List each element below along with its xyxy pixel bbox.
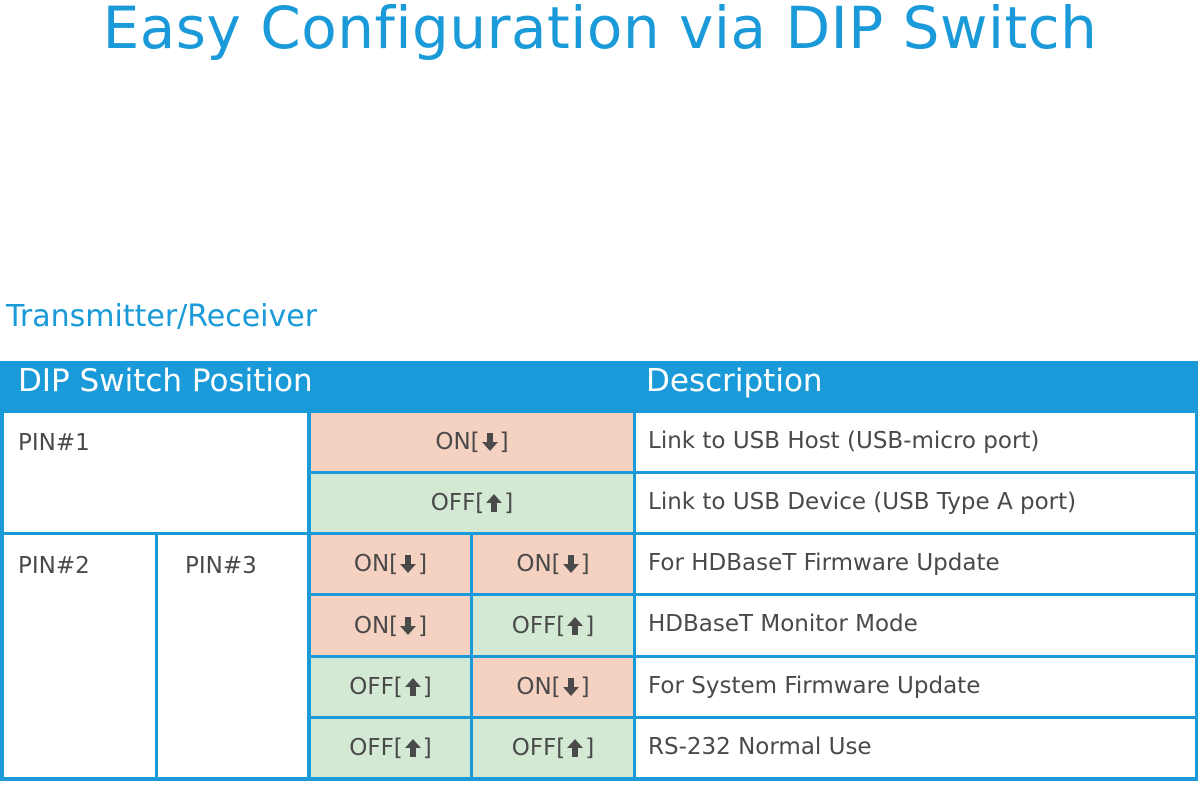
switch-state-label: OFF	[349, 735, 394, 761]
description-text: HDBaseT Monitor Mode	[648, 611, 918, 637]
description-text: RS-232 Normal Use	[648, 734, 872, 760]
switch-state: ON[]	[516, 551, 590, 577]
switch-state-label: ON	[516, 674, 552, 700]
up-arrow-icon	[567, 739, 584, 757]
pin1-off-cell: OFF[]	[311, 474, 633, 532]
up-arrow-icon	[404, 678, 421, 696]
pin2-label-cell: PIN#2	[4, 535, 155, 777]
desc-cell: For System Firmware Update	[636, 658, 1195, 716]
switch-state-label: OFF	[511, 612, 557, 639]
description-text: Link to USB Host (USB-micro port)	[648, 428, 1040, 454]
pin3-state-cell: OFF[]	[473, 596, 633, 655]
description-text: Link to USB Device (USB Type A port)	[648, 489, 1077, 515]
switch-state-label: ON	[353, 612, 390, 639]
section-subtitle: Transmitter/Receiver	[6, 299, 318, 334]
pin2-label: PIN#2	[18, 553, 90, 579]
pin1-label-cell: PIN#1	[4, 413, 307, 532]
page-title: Easy Configuration via DIP Switch	[102, 0, 1098, 62]
desc-cell: HDBaseT Monitor Mode	[636, 596, 1195, 655]
up-arrow-icon	[486, 494, 503, 512]
pin2-state-cell: OFF[]	[311, 719, 470, 777]
pin1-label: PIN#1	[18, 430, 90, 456]
switch-state: OFF[]	[511, 735, 595, 761]
pin1-on-cell: ON[]	[311, 413, 633, 471]
pin1-on-state: ON[]	[435, 429, 509, 455]
switch-state-label: ON	[516, 551, 552, 577]
switch-state-label: OFF	[349, 674, 394, 700]
switch-state: OFF[]	[511, 612, 595, 639]
pin2-state-cell: ON[]	[311, 596, 470, 655]
desc-cell-2: Link to USB Device (USB Type A port)	[636, 474, 1195, 532]
down-arrow-icon	[481, 433, 498, 451]
description-text: For HDBaseT Firmware Update	[648, 550, 1000, 576]
dip-switch-table: DIP Switch Position Description PIN#1 ON…	[0, 361, 1198, 781]
pin3-label-cell: PIN#3	[158, 535, 307, 777]
desc-cell: RS-232 Normal Use	[636, 719, 1195, 777]
pin2-state-cell: ON[]	[311, 535, 470, 593]
down-arrow-icon	[400, 616, 417, 635]
down-arrow-icon	[562, 678, 579, 696]
down-arrow-icon	[400, 555, 417, 573]
pin1-off-state: OFF[]	[430, 490, 514, 516]
desc-cell-1: Link to USB Host (USB-micro port)	[636, 413, 1195, 471]
pin3-state-cell: OFF[]	[473, 719, 633, 777]
up-arrow-icon	[404, 739, 421, 757]
up-arrow-icon	[567, 616, 584, 635]
switch-state: OFF[]	[349, 735, 432, 761]
description-text: For System Firmware Update	[648, 673, 981, 699]
down-arrow-icon	[562, 555, 579, 573]
switch-state-label: ON	[353, 551, 390, 577]
pin3-state-cell: ON[]	[473, 658, 633, 716]
pin2-state-cell: OFF[]	[311, 658, 470, 716]
switch-state: ON[]	[353, 612, 428, 639]
desc-cell: For HDBaseT Firmware Update	[636, 535, 1195, 593]
switch-state-label: OFF	[511, 735, 557, 761]
pin3-label: PIN#3	[185, 553, 257, 579]
switch-state: OFF[]	[349, 674, 432, 700]
header-description: Description	[646, 363, 823, 399]
switch-state: ON[]	[353, 551, 428, 577]
header-dip-switch-position: DIP Switch Position	[18, 363, 313, 399]
switch-state: ON[]	[516, 674, 590, 700]
pin3-state-cell: ON[]	[473, 535, 633, 593]
